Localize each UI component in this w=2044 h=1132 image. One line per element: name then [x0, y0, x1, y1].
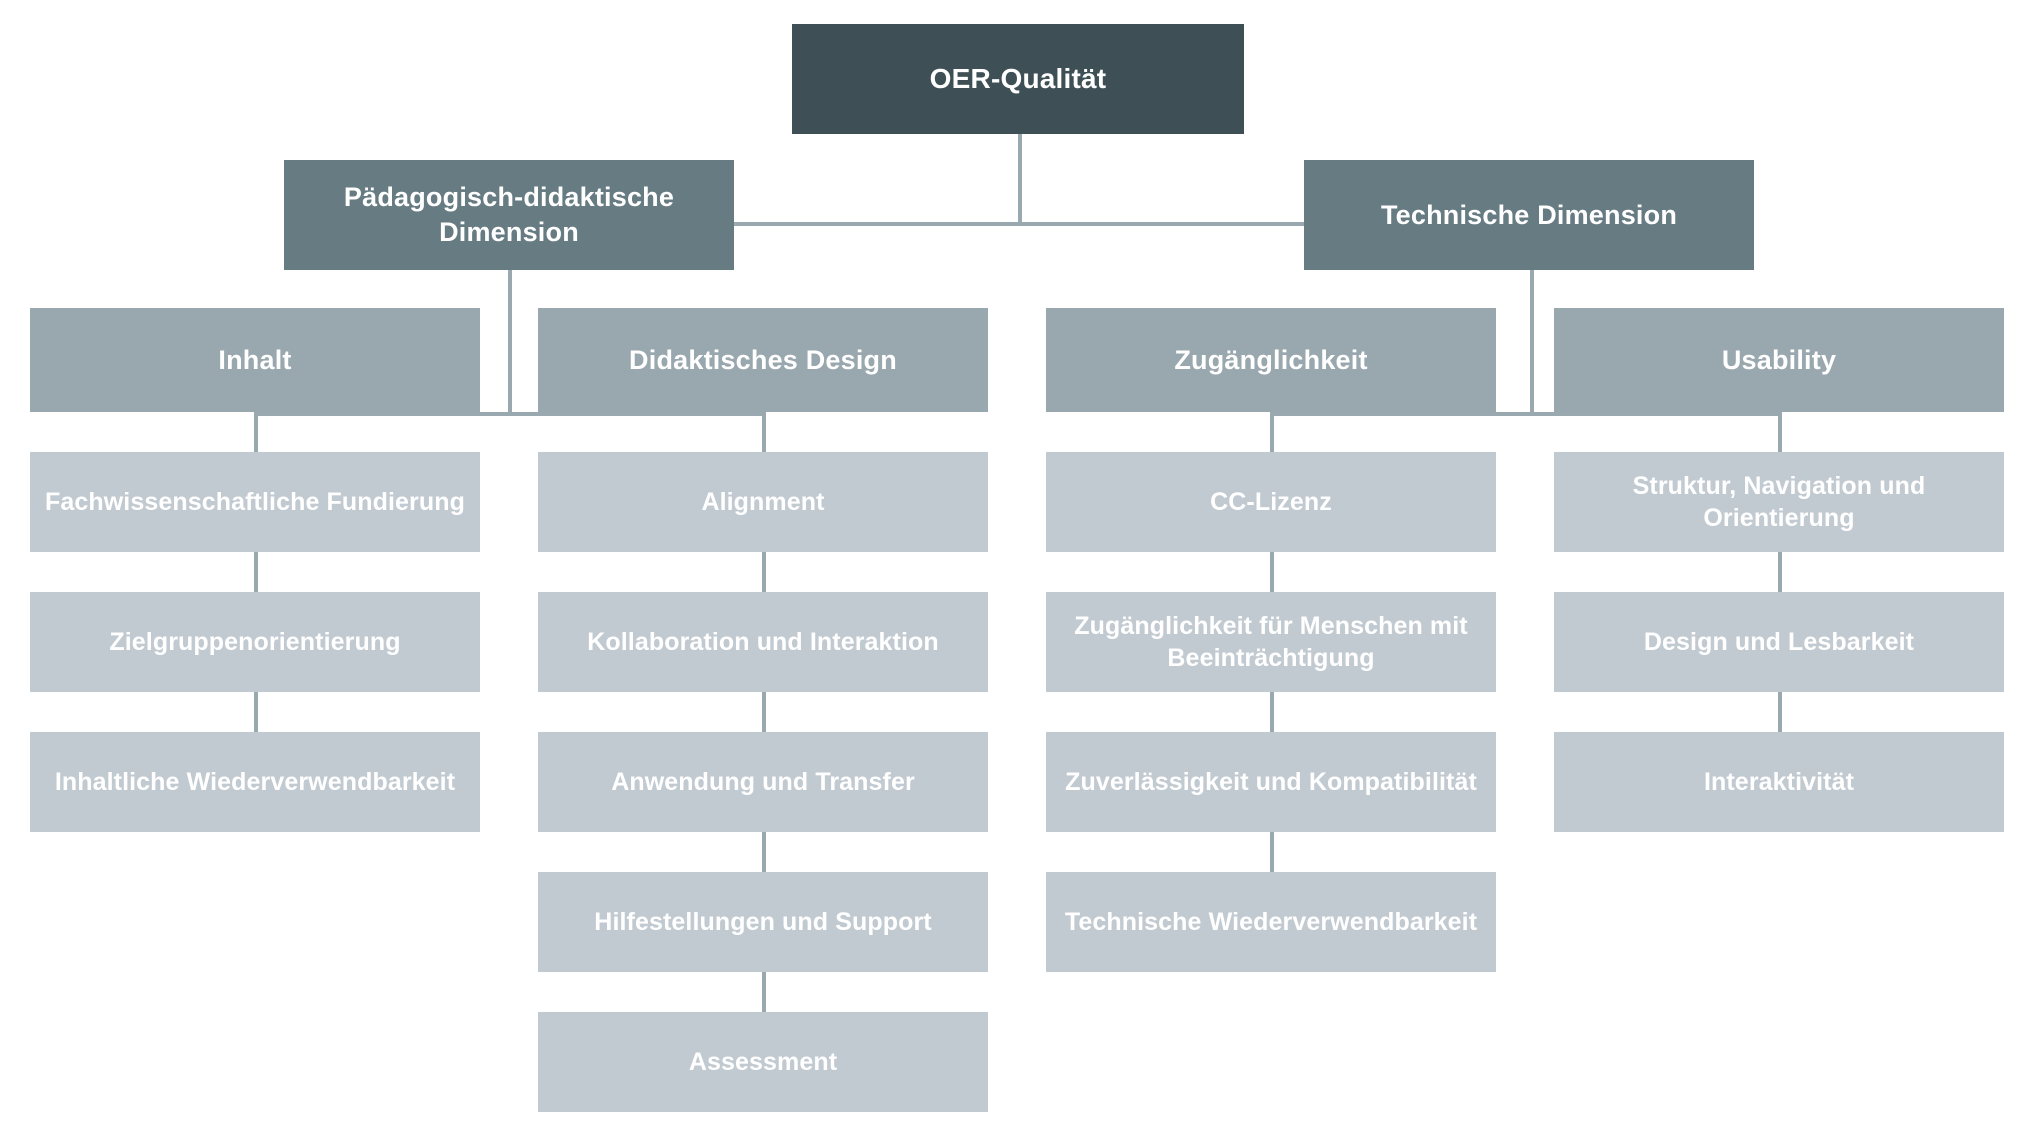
node-hilfestellungen-und-support[interactable]: Hilfestellungen und Support — [538, 872, 988, 972]
node-zielgruppenorientierung[interactable]: Zielgruppenorientierung — [30, 592, 480, 692]
connector-didaktisches-1 — [762, 412, 766, 452]
node-label: Design und Lesbarkeit — [1643, 628, 1915, 656]
connector-zugaenglichkeit-2 — [1270, 552, 1274, 592]
node-design-und-lesbarkeit[interactable]: Design und Lesbarkeit — [1554, 592, 2004, 692]
node-didaktisches-design[interactable]: Didaktisches Design — [538, 308, 988, 412]
connector-usability-3 — [1778, 692, 1782, 732]
node-label: Zielgruppenorientierung — [109, 628, 401, 656]
node-inhaltliche-wiederverwendbarkeit[interactable]: Inhaltliche Wiederverwendbarkeit — [30, 732, 480, 832]
node-label: Technische Wiederverwendbarkeit — [1064, 908, 1478, 936]
connector-inhalt-3 — [254, 692, 258, 732]
connector-didaktisches-2 — [762, 552, 766, 592]
node-zugaenglichkeit-fuer-menschen-mit-beeintraechtigung[interactable]: Zugänglichkeit für Menschen mit Beeinträ… — [1046, 592, 1496, 692]
node-interaktivitaet[interactable]: Interaktivität — [1554, 732, 2004, 832]
node-label: Technische Dimension — [1380, 199, 1678, 230]
connector-usability-2 — [1778, 552, 1782, 592]
connector-didaktisches-3 — [762, 692, 766, 732]
node-label: Fachwissenschaftliche Fundierung — [45, 488, 465, 516]
node-assessment[interactable]: Assessment — [538, 1012, 988, 1112]
node-label: CC-Lizenz — [1210, 488, 1332, 516]
connector-paedagogisch-stem — [508, 222, 512, 416]
node-kollaboration-und-interaktion[interactable]: Kollaboration und Interaktion — [538, 592, 988, 692]
node-label: Inhaltliche Wiederverwendbarkeit — [54, 768, 456, 796]
connector-inhalt-2 — [254, 552, 258, 592]
connector-didaktisches-4 — [762, 832, 766, 872]
node-label: Didaktisches Design — [629, 344, 897, 375]
connector-technische-stem — [1530, 222, 1534, 416]
node-label: Struktur, Navigation und Orientierung — [1632, 472, 1926, 532]
node-zuverlaessigkeit-und-kompatibilitaet[interactable]: Zuverlässigkeit und Kompatibilität — [1046, 732, 1496, 832]
connector-usability-1 — [1778, 412, 1782, 452]
node-label: OER-Qualität — [929, 63, 1107, 95]
connector-inhalt-1 — [254, 412, 258, 452]
node-struktur-navigation-und-orientierung[interactable]: Struktur, Navigation und Orientierung — [1554, 452, 2004, 552]
node-label: Interaktivität — [1703, 768, 1855, 796]
node-alignment[interactable]: Alignment — [538, 452, 988, 552]
node-label: Inhalt — [218, 344, 292, 375]
node-label: Assessment — [688, 1048, 838, 1076]
node-label: Anwendung und Transfer — [611, 768, 915, 796]
node-label: Zuverlässigkeit und Kompatibilität — [1065, 768, 1477, 796]
node-oer-qualitaet[interactable]: OER-Qualität — [792, 24, 1244, 134]
node-paedagogisch-didaktische-dimension[interactable]: Pädagogisch-didaktische Dimension — [284, 160, 734, 270]
node-label: Pädagogisch-didaktische Dimension — [343, 182, 675, 247]
node-cc-lizenz[interactable]: CC-Lizenz — [1046, 452, 1496, 552]
node-label: Usability — [1721, 344, 1837, 375]
connector-zugaenglichkeit-1 — [1270, 412, 1274, 452]
node-label: Alignment — [701, 488, 825, 516]
node-label: Zugänglichkeit für Menschen mit Beeinträ… — [1074, 612, 1468, 672]
node-label: Hilfestellungen und Support — [594, 908, 932, 936]
node-anwendung-und-transfer[interactable]: Anwendung und Transfer — [538, 732, 988, 832]
connector-dimension-bar — [508, 222, 1530, 226]
connector-didaktisches-5 — [762, 972, 766, 1012]
node-technische-wiederverwendbarkeit[interactable]: Technische Wiederverwendbarkeit — [1046, 872, 1496, 972]
node-label: Zugänglichkeit — [1174, 344, 1368, 375]
node-zugaenglichkeit[interactable]: Zugänglichkeit — [1046, 308, 1496, 412]
node-label: Kollaboration und Interaktion — [587, 628, 939, 656]
node-technische-dimension[interactable]: Technische Dimension — [1304, 160, 1754, 270]
connector-technische-children-bar — [1272, 412, 1780, 416]
connector-root-stem — [1018, 134, 1022, 224]
connector-paedagogisch-children-bar — [256, 412, 764, 416]
node-inhalt[interactable]: Inhalt — [30, 308, 480, 412]
node-usability[interactable]: Usability — [1554, 308, 2004, 412]
connector-zugaenglichkeit-4 — [1270, 832, 1274, 872]
connector-zugaenglichkeit-3 — [1270, 692, 1274, 732]
node-fachwissenschaftliche-fundierung[interactable]: Fachwissenschaftliche Fundierung — [30, 452, 480, 552]
